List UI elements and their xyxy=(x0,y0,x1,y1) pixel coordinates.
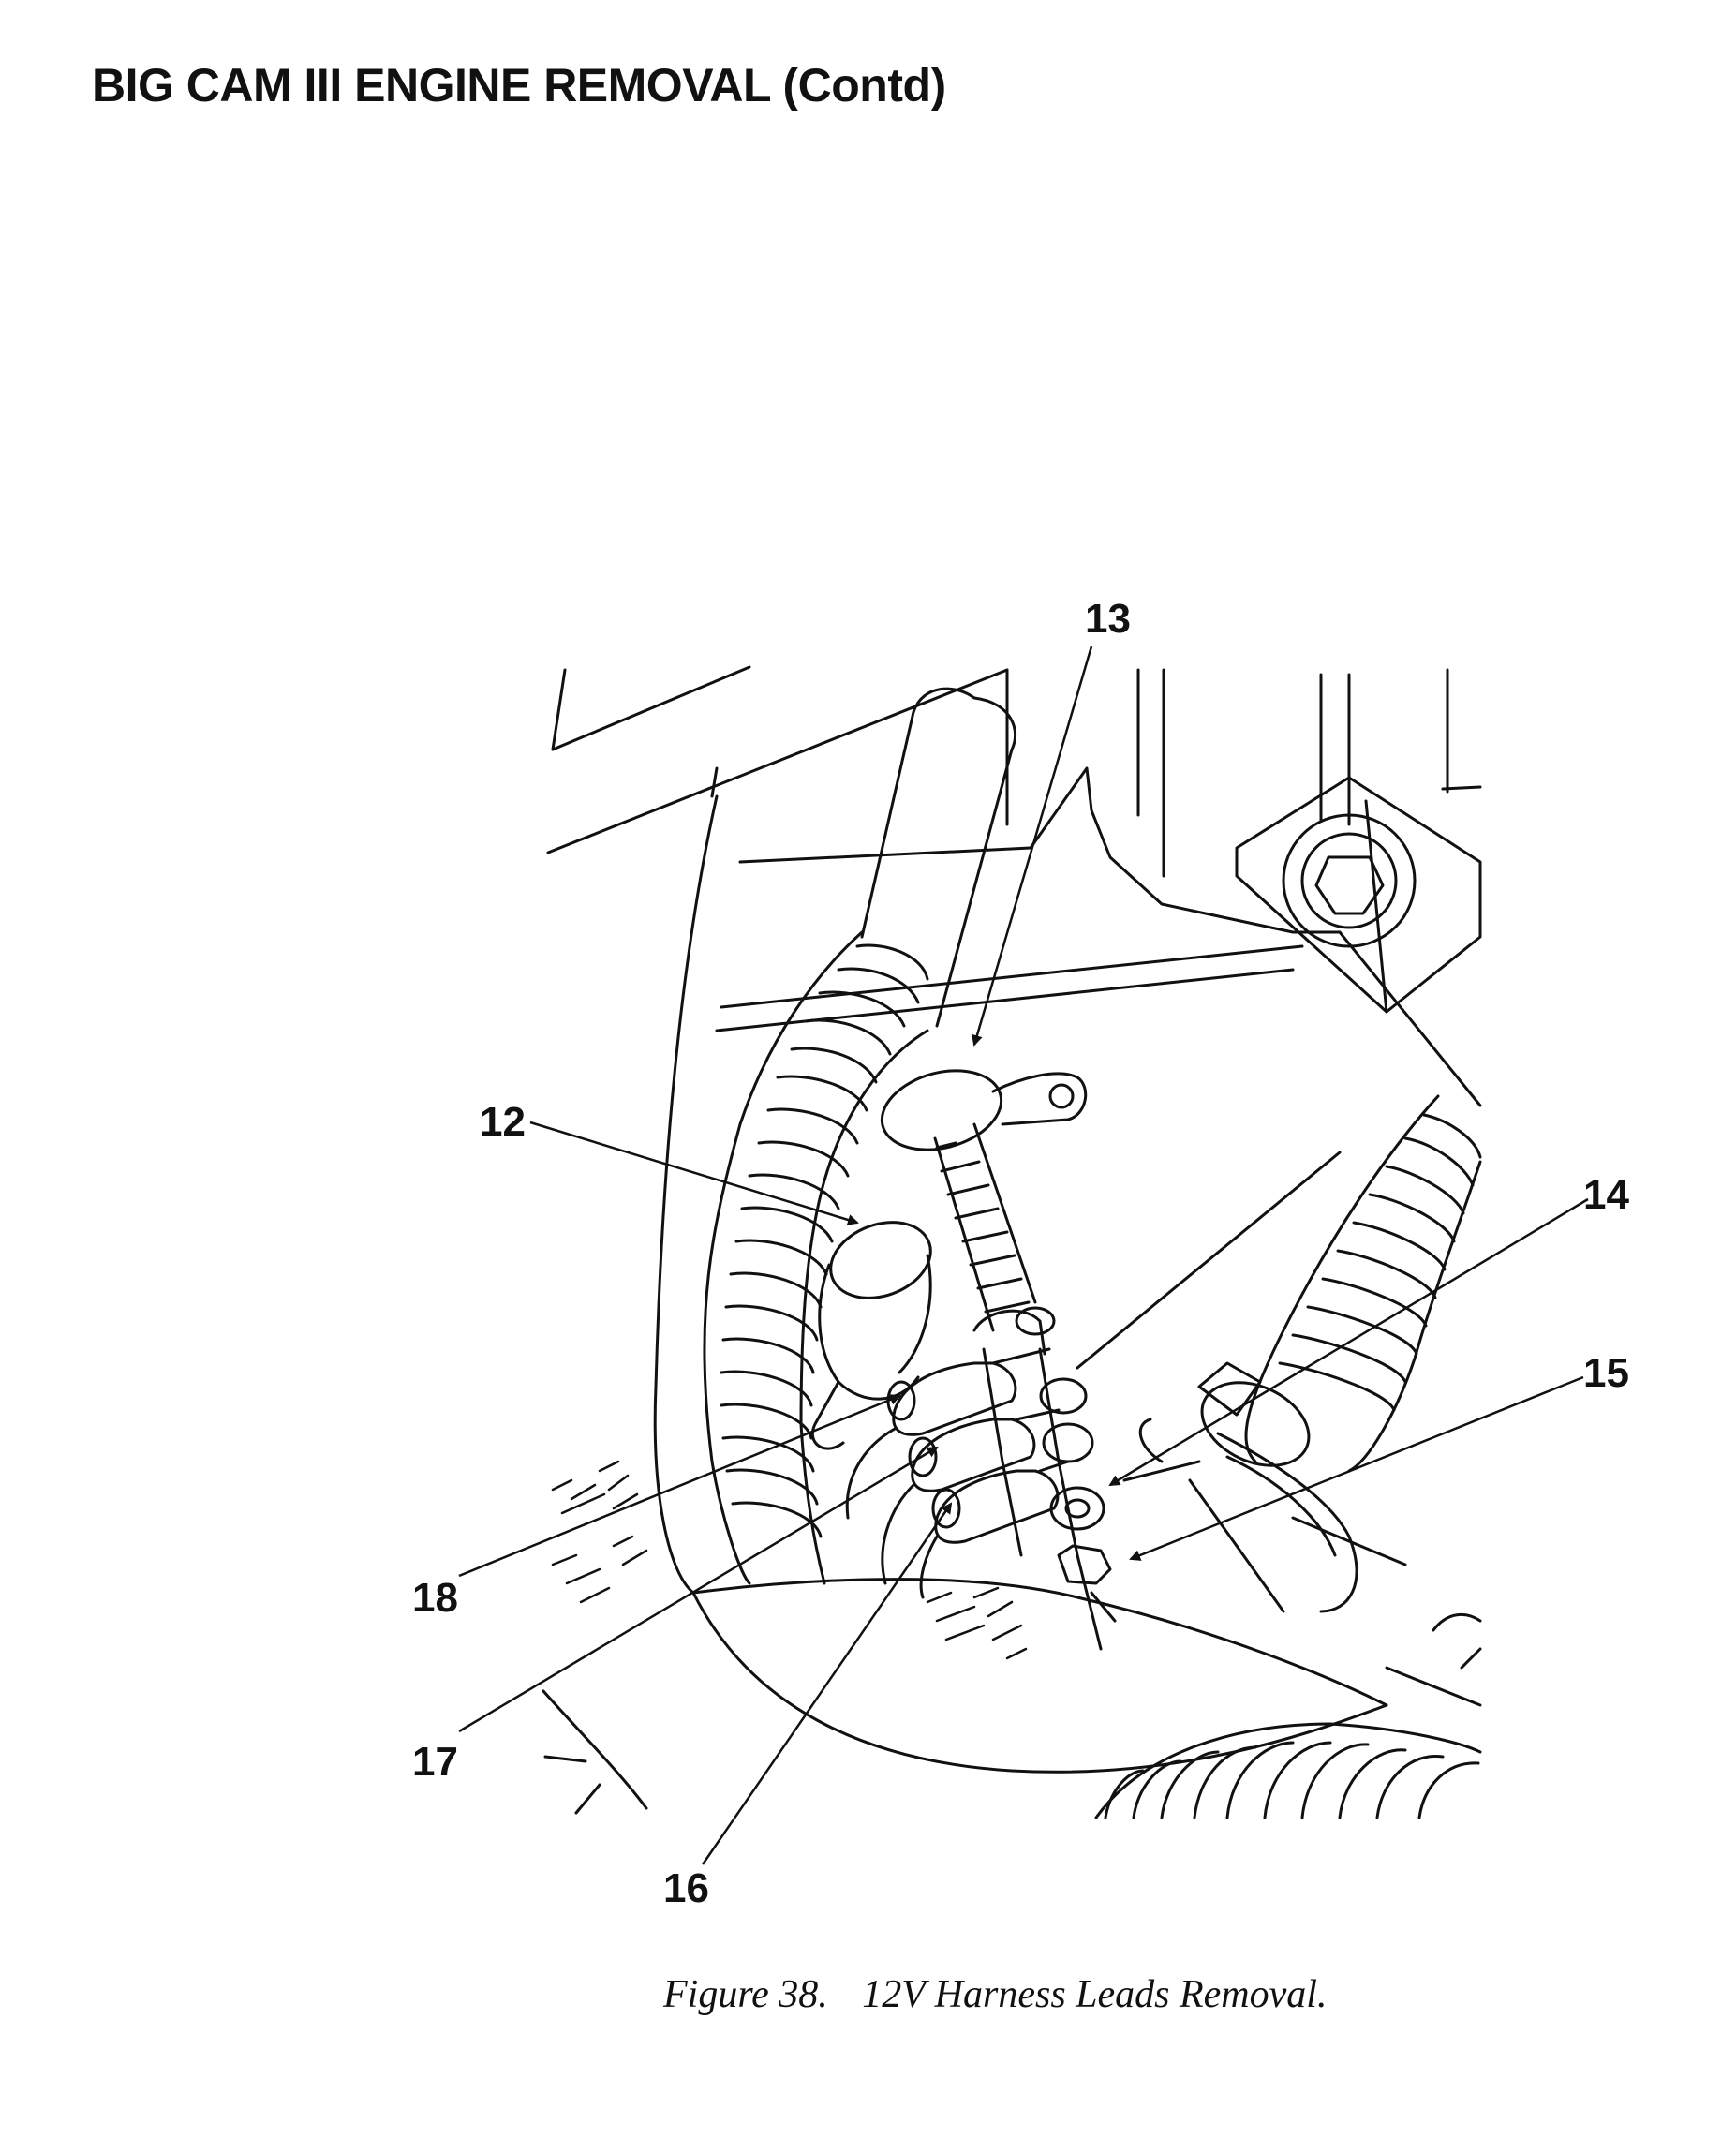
figure-caption-label: Figure 38. xyxy=(663,1973,828,2016)
leader-lines xyxy=(458,646,1589,1865)
callout-17: 17 xyxy=(412,1739,458,1785)
callout-13: 13 xyxy=(1085,596,1131,642)
callout-16: 16 xyxy=(663,1865,709,1911)
callout-15: 15 xyxy=(1583,1350,1629,1396)
callout-18: 18 xyxy=(412,1575,458,1621)
figure-caption-text: 12V Harness Leads Removal. xyxy=(862,1973,1328,2016)
callout-12: 12 xyxy=(480,1099,526,1145)
figure-caption: Figure 38. 12V Harness Leads Removal. xyxy=(663,1972,1327,2017)
callout-14: 14 xyxy=(1583,1172,1629,1218)
page-title: BIG CAM III ENGINE REMOVAL (Contd) xyxy=(92,59,946,111)
engine-line-art xyxy=(542,665,1482,1819)
